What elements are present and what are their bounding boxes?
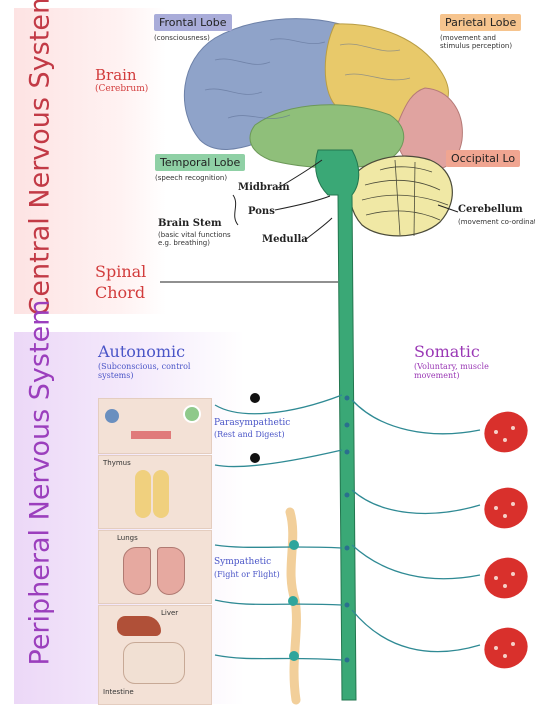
muscle-1 bbox=[478, 405, 535, 460]
brain-label: Brain bbox=[95, 66, 137, 84]
thymus-label: Thymus bbox=[103, 459, 131, 467]
para-ganglion-2 bbox=[250, 453, 260, 463]
blood-vessel-panel bbox=[98, 398, 212, 454]
liver-label: Liver bbox=[161, 609, 178, 617]
cerebellum-desc: (movement co-ordinati bbox=[458, 218, 535, 226]
thymus-panel: Thymus bbox=[98, 455, 212, 529]
brainstem-label: Brain Stem bbox=[158, 218, 222, 229]
cerebellum-shape bbox=[350, 156, 452, 236]
medulla-label: Medulla bbox=[262, 234, 308, 245]
intestine-label: Intestine bbox=[103, 688, 134, 696]
parasympathetic-desc: (Rest and Digest) bbox=[214, 430, 285, 439]
somatic-nerves bbox=[352, 400, 480, 652]
sympathetic-label: Sympathetic bbox=[214, 557, 271, 567]
muscle-2 bbox=[478, 481, 535, 536]
muscles bbox=[478, 405, 535, 676]
para-ganglion-1 bbox=[250, 393, 260, 403]
lungs-label: Lungs bbox=[117, 534, 138, 542]
lungs-panel: Lungs bbox=[98, 530, 212, 604]
frontal-lobe-label: Frontal Lobe bbox=[154, 14, 232, 31]
spinal-label-2: Chord bbox=[95, 283, 145, 302]
temporal-lobe-label: Temporal Lobe bbox=[155, 154, 245, 171]
parietal-lobe-desc: (movement and stimulus perception) bbox=[440, 34, 512, 50]
somatic-label: Somatic bbox=[414, 342, 480, 361]
autonomic-desc: (Subconscious, control systems) bbox=[98, 362, 191, 380]
occipital-lobe-label: Occipital Lo bbox=[446, 150, 520, 167]
parasympathetic-label: Parasympathetic bbox=[214, 418, 290, 428]
sympathetic-desc: (Fight or Flight) bbox=[214, 570, 280, 579]
temporal-lobe-desc: (speech recognition) bbox=[155, 174, 227, 182]
spinal-cord bbox=[316, 150, 359, 700]
pons-label: Pons bbox=[248, 206, 275, 217]
midbrain-label: Midbrain bbox=[238, 182, 290, 193]
parietal-lobe-label: Parietal Lobe bbox=[440, 14, 521, 31]
frontal-lobe-desc: (consciousness) bbox=[154, 34, 210, 42]
digestive-panel: Liver Intestine bbox=[98, 605, 212, 705]
muscle-4 bbox=[478, 621, 535, 676]
autonomic-label: Autonomic bbox=[98, 342, 185, 361]
muscle-3 bbox=[478, 551, 535, 606]
brain-sub: (Cerebrum) bbox=[95, 84, 148, 94]
spinal-label-1: Spinal bbox=[95, 262, 146, 281]
brainstem-desc: (basic vital functions e.g. breathing) bbox=[158, 231, 231, 247]
cerebellum-label: Cerebellum bbox=[458, 204, 523, 215]
somatic-desc: (Voluntary, muscle movement) bbox=[414, 362, 489, 380]
